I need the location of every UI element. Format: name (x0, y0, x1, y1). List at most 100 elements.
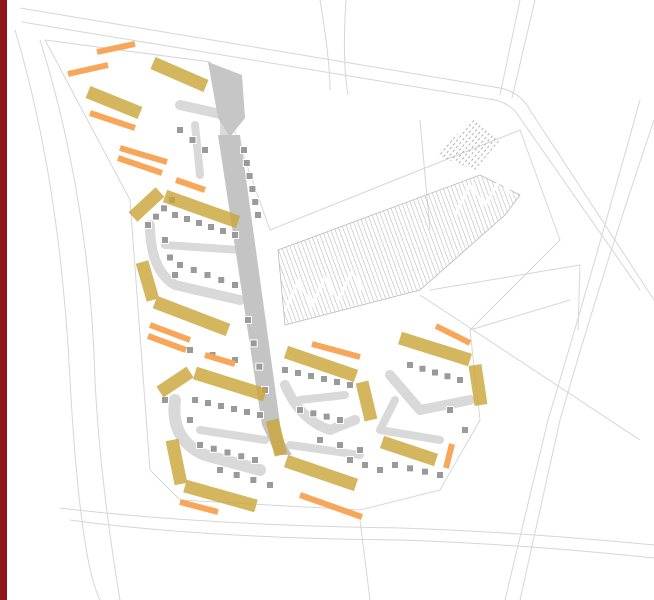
small-building (406, 361, 414, 369)
small-building (336, 416, 344, 424)
orange-building (179, 499, 219, 515)
small-building (431, 368, 439, 377)
small-building (231, 281, 239, 289)
orange-building (204, 352, 236, 367)
roof-zigzag (283, 268, 364, 311)
road-line (19, 7, 654, 301)
small-building (152, 212, 160, 221)
housing-block (283, 345, 359, 383)
path-segment (161, 241, 244, 254)
orange-building (434, 323, 472, 346)
road-line (419, 294, 641, 441)
small-building (237, 452, 246, 461)
housing-block (355, 380, 378, 422)
small-building (171, 211, 179, 219)
small-building (203, 271, 212, 279)
orange-building (119, 145, 168, 165)
housing-block (162, 189, 241, 229)
housing-blocks (85, 57, 488, 513)
small-building (217, 402, 225, 410)
small-building (418, 364, 427, 373)
path-segment (286, 441, 364, 459)
small-building (333, 378, 341, 386)
small-building (248, 185, 257, 193)
road-line (59, 507, 654, 546)
orange-building (148, 322, 192, 343)
path-segment (196, 426, 269, 444)
small-building (256, 411, 264, 419)
small-building (254, 211, 262, 219)
small-building (223, 448, 232, 457)
path-segment (376, 396, 444, 444)
pedestrian-paths (145, 100, 475, 476)
small-building (166, 253, 174, 262)
housing-block (398, 331, 472, 367)
path-segment (385, 370, 475, 415)
housing-block (283, 454, 359, 492)
road-line (511, 0, 536, 99)
path-segment (296, 391, 349, 404)
small-building (188, 136, 197, 144)
small-building (281, 366, 289, 374)
small-building (209, 444, 218, 453)
small-building (296, 406, 304, 414)
small-building (294, 369, 302, 377)
small-building (160, 204, 168, 213)
path-segment (280, 380, 360, 435)
orange-building (67, 62, 109, 77)
small-building (245, 172, 254, 180)
road-line (504, 99, 641, 600)
orange-building (117, 155, 163, 176)
path-segment (145, 220, 245, 305)
central-spine-head (208, 62, 245, 137)
small-building (255, 362, 264, 371)
housing-block (193, 366, 267, 402)
small-building (240, 146, 248, 154)
road-line (499, 0, 521, 96)
road-line (469, 299, 571, 331)
accent-bar (0, 0, 7, 600)
housing-block (265, 418, 288, 457)
small-building (204, 399, 212, 407)
orange-building (96, 41, 136, 55)
housing-block (85, 85, 143, 120)
small-building (320, 375, 328, 383)
small-building (195, 219, 203, 227)
small-building (251, 456, 259, 464)
small-building (249, 476, 258, 484)
small-building (421, 467, 429, 476)
small-building (361, 461, 369, 469)
housing-block (183, 479, 258, 513)
small-building (196, 441, 204, 449)
small-building (219, 227, 227, 235)
small-building (161, 396, 169, 404)
small-building (346, 456, 354, 464)
small-building (231, 231, 239, 239)
housing-block (468, 364, 488, 406)
small-building (322, 412, 331, 421)
road-line (319, 0, 331, 91)
housing-block (152, 295, 231, 337)
small-building (186, 346, 194, 354)
orange-buildings (67, 41, 472, 520)
small-building (176, 126, 184, 134)
housing-block (128, 187, 165, 222)
small-building (376, 466, 384, 474)
small-building (443, 372, 452, 381)
housing-block (379, 435, 439, 467)
small-building (249, 339, 258, 348)
small-building (232, 471, 241, 479)
small-building (406, 464, 414, 473)
roof-zigzag-upper (453, 177, 514, 216)
orange-building (311, 341, 361, 360)
small-building (144, 221, 152, 229)
road-line (343, 0, 349, 96)
road-line (14, 29, 101, 600)
small-building (183, 215, 191, 223)
small-building (346, 381, 354, 389)
path-segment (168, 394, 266, 476)
small-building (461, 426, 469, 434)
small-building (186, 416, 194, 424)
road-line (359, 519, 371, 600)
